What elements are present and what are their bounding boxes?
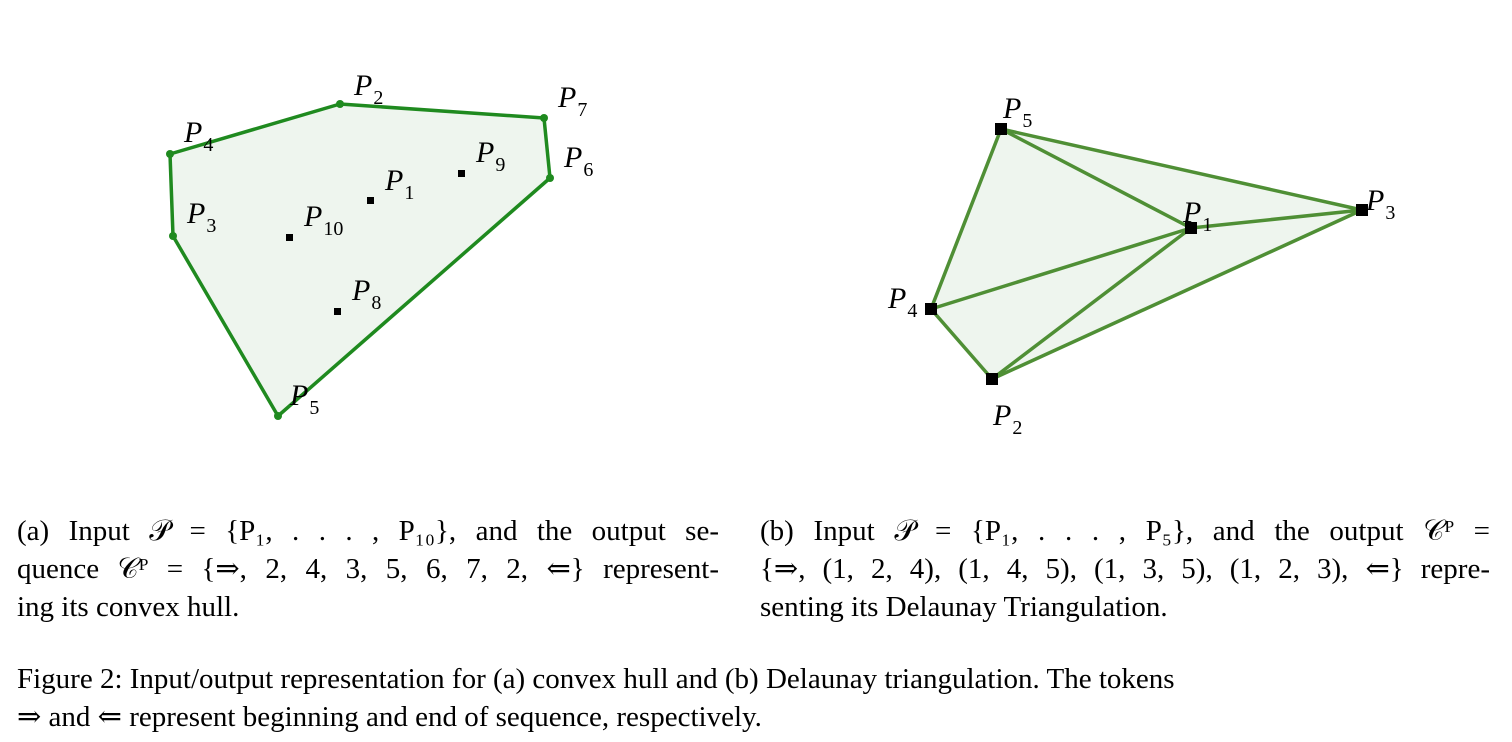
interior-point-p8	[334, 308, 341, 315]
label-a-p10: P10	[303, 200, 343, 240]
label-b-p3: P3	[1365, 184, 1395, 224]
hull-vertices	[166, 100, 554, 420]
edge-p2-p1	[990, 226, 1193, 381]
hull-vertex-p5	[274, 412, 282, 420]
hull-vertex-p6	[546, 174, 554, 182]
label-a-p1: P1	[384, 164, 414, 204]
subcaption-a-line-1: (a) Input 𝒫 = {P₁, . . . , P₁₀}, and the…	[17, 515, 719, 547]
subcaption-b-line-1: (b) Input 𝒫 = {P₁, . . . , P₅}, and the …	[760, 515, 1490, 547]
figure-caption-line-2: ⇒ and ⇐ represent beginning and end of s…	[17, 701, 762, 733]
label-b-p1: P1	[1182, 196, 1212, 236]
label-a-p4: P4	[183, 116, 213, 156]
hull-vertex-p7	[540, 114, 548, 122]
figure-caption-line-1: Figure 2: Input/output representation fo…	[17, 663, 1175, 695]
edge-p4-p1	[929, 226, 1193, 311]
label-a-p8: P8	[351, 274, 381, 314]
vertex-p4	[925, 303, 937, 315]
edge-p5-p1	[999, 127, 1193, 230]
panel-a-convex-hull: P4 P2 P7 P6 P5 P3 P1 P9 P10 P8	[166, 69, 593, 420]
label-a-p6: P6	[563, 141, 593, 181]
edge-p1-p3	[1189, 208, 1364, 230]
edge-p5-p3	[999, 127, 1364, 212]
interior-points	[286, 170, 465, 315]
interior-point-p9	[458, 170, 465, 177]
subcaption-a-line-2: quence 𝒞ᴾ = {⇒, 2, 4, 3, 5, 6, 7, 2, ⇐} …	[17, 553, 719, 585]
interior-point-p1	[367, 197, 374, 204]
edge-p4-p2	[929, 307, 994, 381]
triangulation-vertices	[925, 123, 1368, 385]
figure-caption: Figure 2: Input/output representation fo…	[17, 660, 1497, 736]
edge-p5-p4	[929, 127, 1003, 311]
panel-a-labels: P4 P2 P7 P6 P5 P3 P1 P9 P10 P8	[183, 69, 593, 419]
interior-point-p10	[286, 234, 293, 241]
label-a-p3: P3	[186, 197, 216, 237]
triangulation-region	[931, 129, 1362, 379]
triangulation-edges	[929, 127, 1364, 381]
label-a-p2: P2	[353, 69, 383, 109]
edge-p2-p3	[990, 208, 1364, 381]
figure-diagrams: P4 P2 P7 P6 P5 P3 P1 P9 P10 P8	[166, 69, 1395, 439]
label-b-p5: P5	[1002, 92, 1032, 132]
subcaption-b-line-2: {⇒, (1, 2, 4), (1, 4, 5), (1, 3, 5), (1,…	[760, 553, 1490, 585]
hull-vertex-p4	[166, 150, 174, 158]
panel-b-delaunay: P5 P1 P3 P4 P2	[887, 92, 1395, 439]
label-a-p5: P5	[289, 379, 319, 419]
label-b-p2: P2	[992, 399, 1022, 439]
subcaption-b-line-3: senting its Delaunay Triangulation.	[760, 591, 1168, 623]
subcaption-a: (a) Input 𝒫 = {P₁, . . . , P₁₀}, and the…	[17, 512, 719, 626]
hull-vertex-p3	[169, 232, 177, 240]
label-a-p9: P9	[475, 136, 505, 176]
vertex-p3	[1356, 204, 1368, 216]
vertex-p5	[995, 123, 1007, 135]
subcaption-b: (b) Input 𝒫 = {P₁, . . . , P₅}, and the …	[760, 512, 1490, 626]
label-a-p7: P7	[557, 81, 587, 121]
hull-vertex-p2	[336, 100, 344, 108]
vertex-p2	[986, 373, 998, 385]
panel-b-labels: P5 P1 P3 P4 P2	[887, 92, 1395, 439]
vertex-p1	[1185, 222, 1197, 234]
label-b-p4: P4	[887, 282, 917, 322]
subcaption-a-line-3: ing its convex hull.	[17, 591, 240, 623]
